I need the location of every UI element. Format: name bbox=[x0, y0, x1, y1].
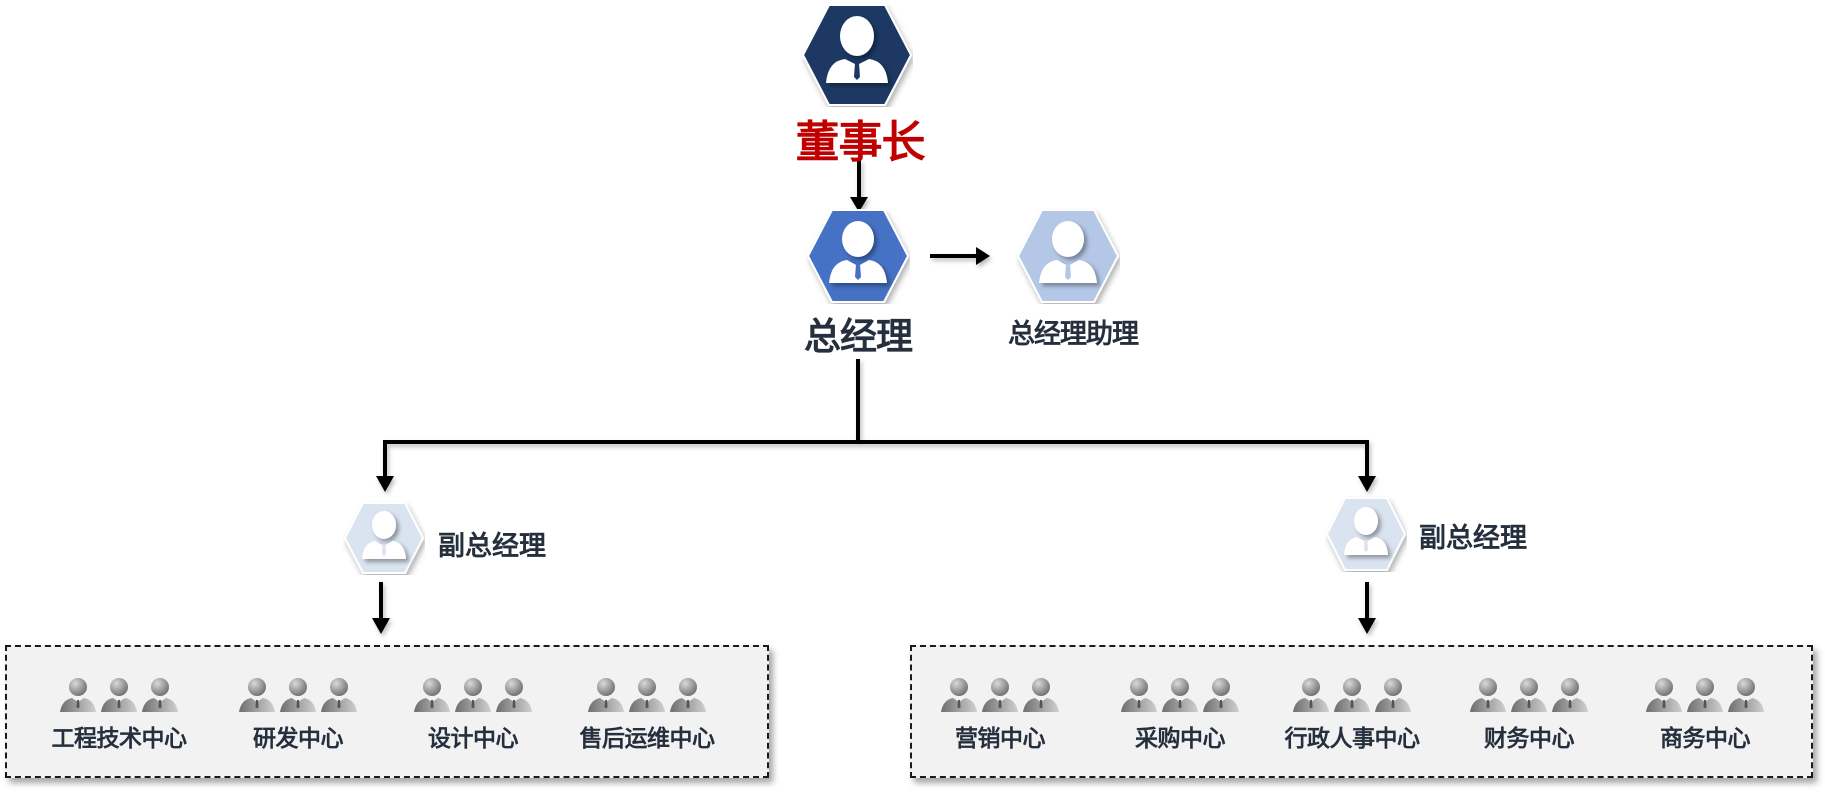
dept-business[interactable]: 商务中心 bbox=[1620, 677, 1790, 753]
people-group-icon bbox=[213, 677, 383, 713]
person-icon bbox=[1728, 678, 1764, 712]
person-icon bbox=[1511, 678, 1547, 712]
person-icon bbox=[1375, 678, 1411, 712]
person-icon bbox=[1121, 678, 1157, 712]
person-icon bbox=[239, 678, 275, 712]
person-icon bbox=[414, 678, 450, 712]
chairman-label: 董事长 bbox=[795, 117, 926, 168]
person-icon bbox=[826, 16, 888, 83]
dept-label: 行政人事中心 bbox=[1284, 726, 1421, 752]
dept-procurement[interactable]: 采购中心 bbox=[1095, 677, 1265, 753]
person-icon bbox=[362, 511, 406, 559]
person-icon bbox=[1344, 507, 1388, 555]
person-icon bbox=[455, 678, 491, 712]
people-group-icon bbox=[1444, 677, 1614, 713]
arrowhead-depts-left bbox=[372, 618, 390, 634]
person-icon bbox=[1334, 678, 1370, 712]
person-icon bbox=[101, 678, 137, 712]
person-icon bbox=[1687, 678, 1723, 712]
person-icon bbox=[280, 678, 316, 712]
person-icon bbox=[982, 678, 1018, 712]
arrowhead-gm-assistant bbox=[976, 247, 990, 265]
person-icon bbox=[670, 678, 706, 712]
people-group-icon bbox=[562, 677, 732, 713]
dept-label: 财务中心 bbox=[1484, 726, 1575, 752]
person-icon bbox=[629, 678, 665, 712]
person-icon bbox=[1039, 221, 1097, 283]
dept-engineering[interactable]: 工程技术中心 bbox=[34, 677, 204, 753]
vp-left-label: 副总经理 bbox=[438, 531, 546, 562]
people-group-icon bbox=[388, 677, 558, 713]
person-icon bbox=[60, 678, 96, 712]
dept-label: 工程技术中心 bbox=[51, 726, 188, 752]
arrowhead-vp-right bbox=[1358, 476, 1376, 492]
dept-label: 设计中心 bbox=[428, 726, 519, 752]
person-icon bbox=[588, 678, 624, 712]
dept-admin-hr[interactable]: 行政人事中心 bbox=[1267, 677, 1437, 753]
vp-right-hex[interactable] bbox=[1325, 496, 1407, 572]
person-icon bbox=[829, 221, 887, 283]
departments-left-box: 工程技术中心 研发中心 设计中心 售后运维中心 bbox=[5, 645, 769, 778]
arrowhead-depts-right bbox=[1358, 618, 1376, 634]
dept-marketing[interactable]: 营销中心 bbox=[915, 677, 1085, 753]
person-icon bbox=[1552, 678, 1588, 712]
person-icon bbox=[941, 678, 977, 712]
person-icon bbox=[496, 678, 532, 712]
person-icon bbox=[1023, 678, 1059, 712]
person-icon bbox=[1293, 678, 1329, 712]
assistant-label: 总经理助理 bbox=[1008, 319, 1139, 350]
chairman-hex[interactable] bbox=[801, 3, 913, 107]
people-group-icon bbox=[1267, 677, 1437, 713]
vp-left-hex[interactable] bbox=[343, 501, 425, 575]
dept-after-sales[interactable]: 售后运维中心 bbox=[562, 677, 732, 753]
person-icon bbox=[142, 678, 178, 712]
dept-label: 采购中心 bbox=[1135, 726, 1226, 752]
person-icon bbox=[1203, 678, 1239, 712]
dept-label: 营销中心 bbox=[955, 726, 1046, 752]
dept-design[interactable]: 设计中心 bbox=[388, 677, 558, 753]
assistant-hex[interactable] bbox=[1016, 208, 1120, 304]
departments-right-box: 营销中心 采购中心 行政人事中心 财务中心 商务中心 bbox=[910, 645, 1813, 778]
person-icon bbox=[1162, 678, 1198, 712]
dept-label: 商务中心 bbox=[1660, 726, 1751, 752]
dept-rnd[interactable]: 研发中心 bbox=[213, 677, 383, 753]
dept-label: 研发中心 bbox=[253, 726, 344, 752]
person-icon bbox=[1646, 678, 1682, 712]
people-group-icon bbox=[1620, 677, 1790, 713]
gm-hex[interactable] bbox=[806, 208, 910, 304]
people-group-icon bbox=[1095, 677, 1265, 713]
person-icon bbox=[321, 678, 357, 712]
dept-finance[interactable]: 财务中心 bbox=[1444, 677, 1614, 753]
arrowhead-vp-left bbox=[376, 476, 394, 492]
gm-label: 总经理 bbox=[804, 315, 913, 358]
people-group-icon bbox=[34, 677, 204, 713]
dept-label: 售后运维中心 bbox=[579, 726, 716, 752]
people-group-icon bbox=[915, 677, 1085, 713]
person-icon bbox=[1470, 678, 1506, 712]
vp-right-label: 副总经理 bbox=[1419, 523, 1527, 554]
